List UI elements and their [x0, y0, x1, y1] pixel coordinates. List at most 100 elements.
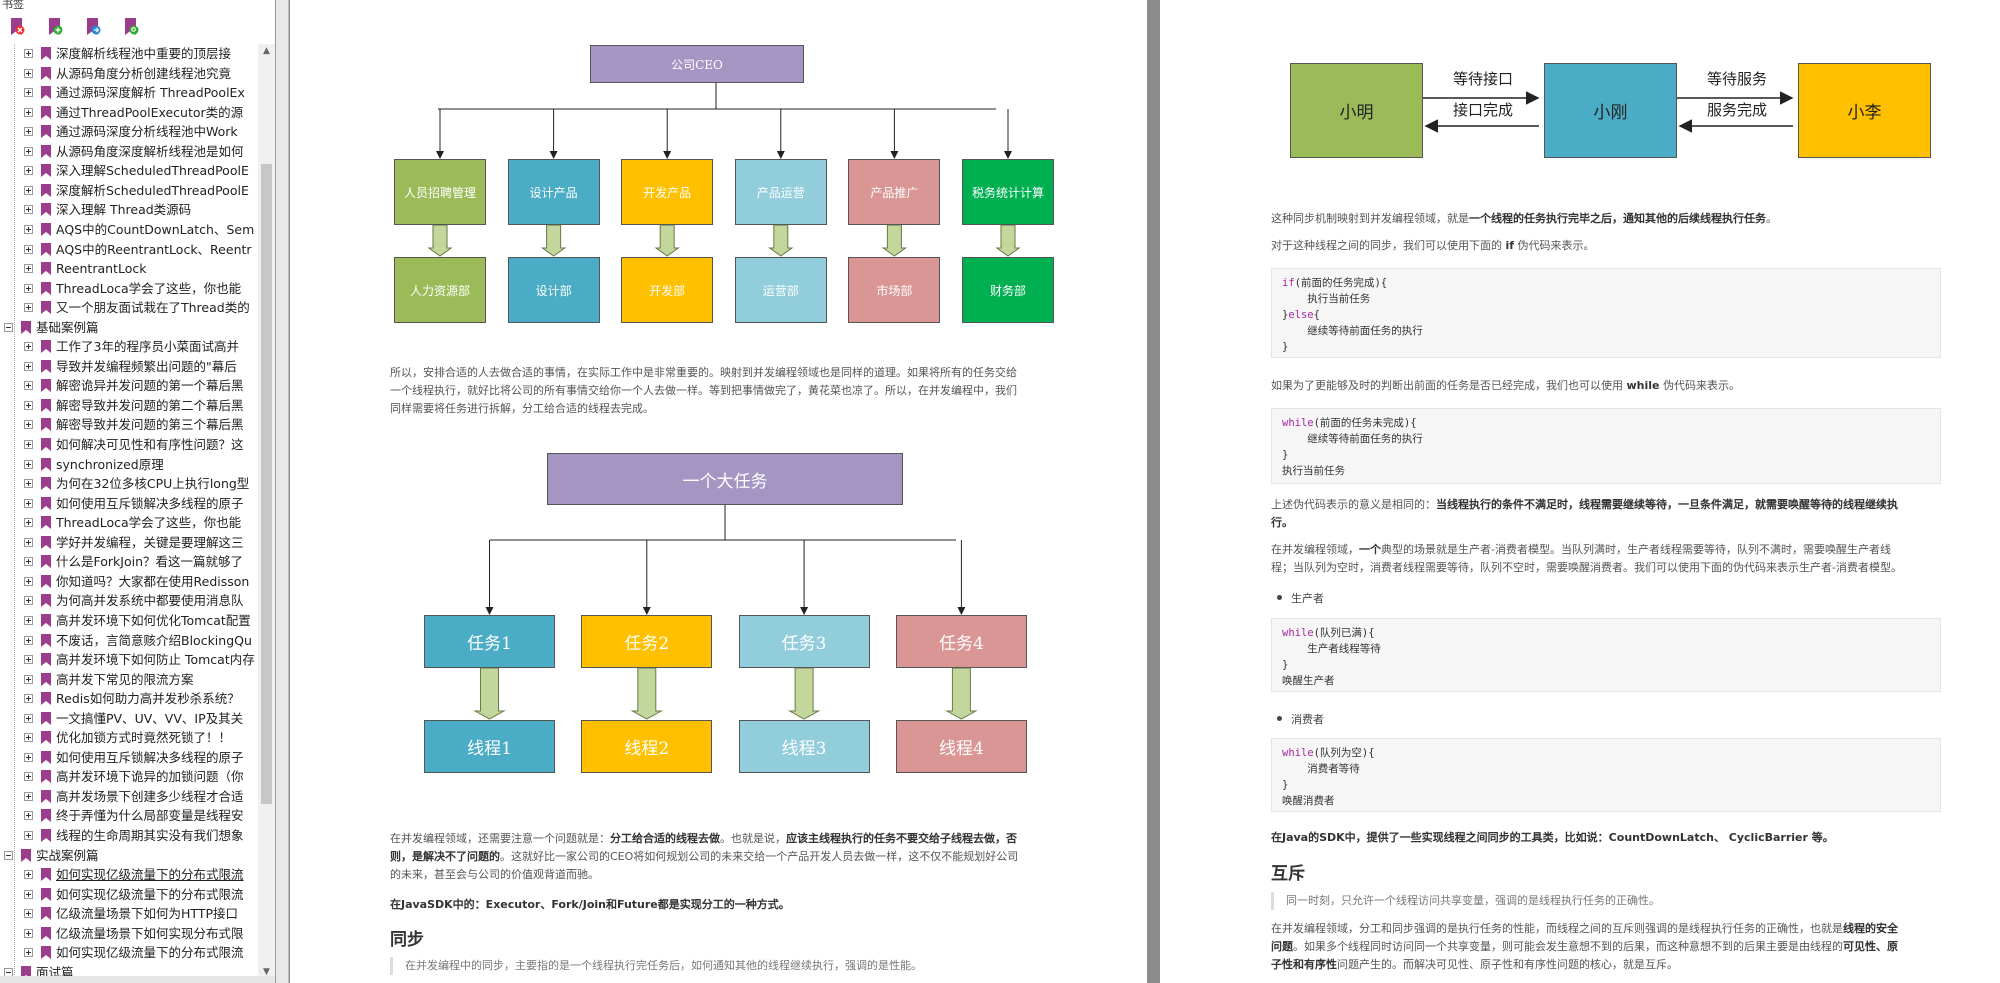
expand-icon[interactable]: [24, 420, 33, 430]
bookmark-item[interactable]: 如何解决可见性和有序性问题？这: [0, 435, 258, 455]
bookmark-item[interactable]: AQS中的CountDownLatch、Sem: [0, 220, 258, 240]
expand-icon[interactable]: [24, 889, 33, 899]
bookmark-item[interactable]: Redis如何助力高并发秒杀系统？: [0, 689, 258, 709]
bookmark-item[interactable]: 解密导致并发问题的第二个幕后黑: [0, 396, 258, 416]
expand-icon[interactable]: [24, 635, 33, 645]
bookmark-item[interactable]: 高并发下常见的限流方案: [0, 670, 258, 690]
bookmark-item[interactable]: ThreadLoca学会了这些，你也能: [0, 513, 258, 533]
bookmark-item[interactable]: 又一个朋友面试栽在了Thread类的: [0, 298, 258, 318]
bookmark-item[interactable]: ThreadLoca学会了这些，你也能: [0, 279, 258, 299]
bookmark-item[interactable]: 如何实现亿级流量下的分布式限流: [0, 885, 258, 905]
expand-icon[interactable]: [24, 146, 33, 156]
expand-icon[interactable]: [24, 342, 33, 352]
expand-icon[interactable]: [24, 400, 33, 410]
expand-icon[interactable]: [24, 733, 33, 743]
bookmark-item[interactable]: 高并发环境下诡异的加锁问题（你: [0, 767, 258, 787]
expand-icon[interactable]: [24, 713, 33, 723]
expand-icon[interactable]: [24, 831, 33, 840]
bookmark-item[interactable]: 通过ThreadPoolExecutor类的源: [0, 103, 258, 123]
panel-splitter[interactable]: [276, 0, 289, 983]
bookmark-item[interactable]: 什么是ForkJoin？看这一篇就够了: [0, 552, 258, 572]
expand-icon[interactable]: [24, 224, 33, 234]
bookmark-item[interactable]: 如何使用互斥锁解决多线程的原子: [0, 748, 258, 768]
expand-icon[interactable]: [24, 772, 33, 782]
bookmark-item[interactable]: 终于弄懂为什么局部变量是线程安: [0, 806, 258, 826]
bookmark-item[interactable]: 为何在32位多核CPU上执行long型: [0, 474, 258, 494]
bookmark-item[interactable]: 为何高并发系统中都要使用消息队: [0, 591, 258, 611]
delete-bookmark-icon[interactable]: [8, 17, 26, 37]
bookmark-item[interactable]: 优化加锁方式时竟然死锁了！！: [0, 728, 258, 748]
expand-icon[interactable]: [24, 479, 33, 489]
expand-icon[interactable]: [24, 694, 33, 704]
collapse-icon[interactable]: [4, 322, 13, 332]
bookmark-item[interactable]: 高并发环境下如何防止 Tomcat内存: [0, 650, 258, 670]
expand-icon[interactable]: [24, 537, 33, 547]
expand-icon[interactable]: [24, 361, 33, 371]
expand-icon[interactable]: [24, 381, 33, 391]
expand-icon[interactable]: [24, 596, 33, 606]
expand-icon[interactable]: [24, 576, 33, 586]
expand-icon[interactable]: [24, 185, 33, 195]
expand-icon[interactable]: [24, 283, 33, 293]
expand-icon[interactable]: [24, 811, 33, 821]
bookmark-item[interactable]: 高并发环境下如何优化Tomcat配置: [0, 611, 258, 631]
expand-icon[interactable]: [24, 127, 33, 137]
bookmark-item[interactable]: synchronized原理: [0, 455, 258, 475]
expand-icon[interactable]: [24, 909, 33, 919]
bookmark-item[interactable]: 解密导致并发问题的第三个幕后黑: [0, 415, 258, 435]
expand-icon[interactable]: [24, 928, 33, 938]
horizontal-scrollbar[interactable]: [0, 976, 275, 983]
expand-icon[interactable]: [24, 244, 33, 254]
bookmark-item[interactable]: 从源码角度深度解析线程池是如何: [0, 142, 258, 162]
expand-icon[interactable]: [24, 791, 33, 801]
bookmark-item[interactable]: AQS中的ReentrantLock、Reentr: [0, 240, 258, 260]
collapse-icon[interactable]: [4, 850, 13, 860]
bookmark-item[interactable]: 高并发场景下创建多少线程才合适: [0, 787, 258, 807]
bookmark-item[interactable]: 深入理解 Thread类源码: [0, 200, 258, 220]
find-bookmark-icon[interactable]: [122, 17, 140, 37]
bookmark-item[interactable]: 学好并发编程，关键是要理解这三: [0, 533, 258, 553]
bookmark-item[interactable]: 通过源码深度解析 ThreadPoolEx: [0, 83, 258, 103]
expand-icon[interactable]: [24, 49, 33, 58]
expand-icon[interactable]: [24, 166, 33, 176]
bookmark-item[interactable]: 导致并发编程频繁出问题的"幕后: [0, 357, 258, 377]
expand-icon[interactable]: [24, 752, 33, 762]
bookmark-item[interactable]: 如何实现亿级流量下的分布式限流: [0, 943, 258, 963]
scroll-down-icon[interactable]: ▼: [263, 967, 270, 977]
expand-icon[interactable]: [24, 518, 33, 528]
bookmark-item[interactable]: 工作了3年的程序员小菜面试高并: [0, 337, 258, 357]
expand-icon[interactable]: [24, 303, 33, 313]
expand-icon[interactable]: [24, 459, 33, 469]
bookmark-item[interactable]: 亿级流量场景下如何实现分布式限: [0, 924, 258, 944]
bookmark-item[interactable]: 你知道吗？大家都在使用Redisson: [0, 572, 258, 592]
bookmark-section[interactable]: 基础案例篇: [0, 318, 258, 338]
add-bookmark-icon[interactable]: [46, 17, 64, 37]
bookmark-item[interactable]: 一文搞懂PV、UV、VV、IP及其关: [0, 709, 258, 729]
scroll-up-icon[interactable]: ▲: [263, 46, 270, 56]
expand-icon[interactable]: [24, 557, 33, 567]
bookmark-item[interactable]: 亿级流量场景下如何为HTTP接口: [0, 904, 258, 924]
bookmark-item[interactable]: 从源码角度分析创建线程池究竟: [0, 64, 258, 84]
expand-icon[interactable]: [24, 674, 33, 684]
expand-icon[interactable]: [24, 615, 33, 625]
bookmark-item[interactable]: 解密诡异并发问题的第一个幕后黑: [0, 376, 258, 396]
expand-icon[interactable]: [24, 264, 33, 274]
bookmark-item[interactable]: 不废话，言简意赅介绍BlockingQu: [0, 631, 258, 651]
scrollbar-thumb[interactable]: [261, 164, 272, 804]
bookmark-section[interactable]: 实战案例篇: [0, 846, 258, 866]
expand-icon[interactable]: [24, 440, 33, 449]
bookmark-item[interactable]: 通过源码深度分析线程池中Work: [0, 122, 258, 142]
bookmark-item[interactable]: 线程的生命周期其实没有我们想象: [0, 826, 258, 846]
expand-bookmark-icon[interactable]: [84, 17, 102, 37]
bookmark-item[interactable]: 深入理解ScheduledThreadPoolE: [0, 161, 258, 181]
expand-icon[interactable]: [24, 655, 33, 665]
expand-icon[interactable]: [24, 68, 33, 78]
bookmark-scrollbar[interactable]: ▲ ▼: [258, 44, 275, 979]
expand-icon[interactable]: [24, 107, 33, 117]
expand-icon[interactable]: [24, 870, 33, 880]
bookmark-item[interactable]: 深度解析线程池中重要的顶层接: [0, 44, 258, 64]
bookmark-item[interactable]: ReentrantLock: [0, 259, 258, 279]
expand-icon[interactable]: [24, 205, 33, 215]
bookmark-item[interactable]: 深度解析ScheduledThreadPoolE: [0, 181, 258, 201]
expand-icon[interactable]: [24, 88, 33, 98]
